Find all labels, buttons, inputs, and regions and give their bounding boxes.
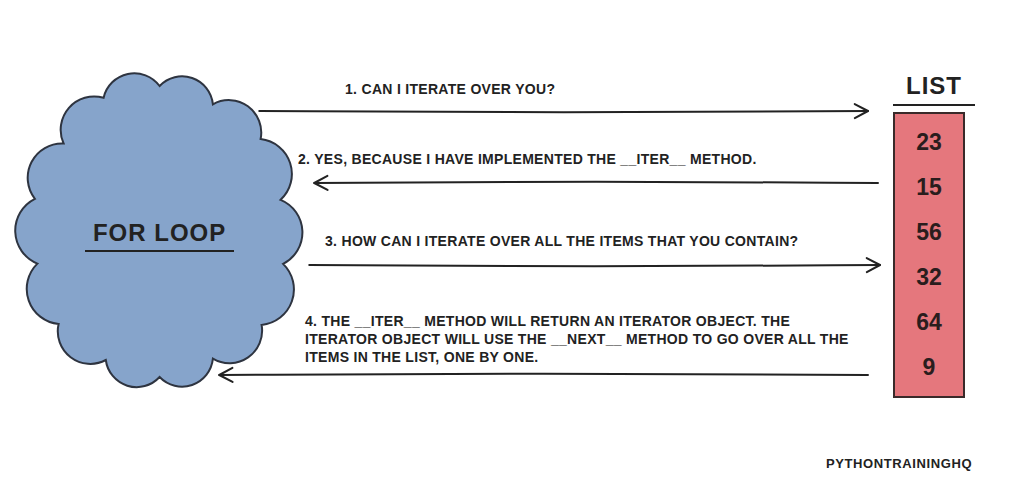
list-item: 15 — [916, 174, 942, 201]
arrow-head — [855, 104, 868, 118]
list-item: 23 — [916, 129, 942, 156]
cloud-node: FOR LOOP — [15, 68, 304, 395]
list-heading: LIST — [893, 72, 975, 106]
cloud-outline — [15, 73, 302, 387]
arrow-label: 1. CAN I ITERATE OVER YOU? — [345, 80, 555, 98]
list-item: 56 — [916, 219, 942, 246]
message-arrow — [259, 104, 868, 118]
message-arrow — [314, 176, 878, 190]
arrow-label: 3. HOW CAN I ITERATE OVER ALL THE ITEMS … — [325, 232, 798, 250]
list-item: 32 — [916, 264, 942, 291]
arrow-shaft — [219, 374, 868, 375]
arrow-label: 4. THE __ITER__ METHOD WILL RETURN AN IT… — [305, 312, 865, 366]
arrow-shaft — [309, 265, 880, 266]
arrow-label: 2. YES, BECAUSE I HAVE IMPLEMENTED THE _… — [298, 150, 757, 168]
list-item: 64 — [916, 309, 942, 336]
arrow-head — [867, 258, 880, 272]
arrow-shaft — [259, 111, 868, 112]
message-arrow — [309, 258, 880, 272]
list-node: LIST 23 15 56 32 64 9 — [885, 72, 980, 398]
arrow-shaft — [314, 182, 878, 183]
watermark: PYTHONTRAININGHQ — [826, 456, 972, 471]
message-arrow — [219, 368, 868, 382]
list-box: 23 15 56 32 64 9 — [893, 112, 965, 398]
arrow-head — [219, 368, 232, 382]
arrow-head — [314, 176, 327, 190]
node-title: FOR LOOP — [85, 219, 234, 252]
list-item: 9 — [923, 354, 936, 381]
